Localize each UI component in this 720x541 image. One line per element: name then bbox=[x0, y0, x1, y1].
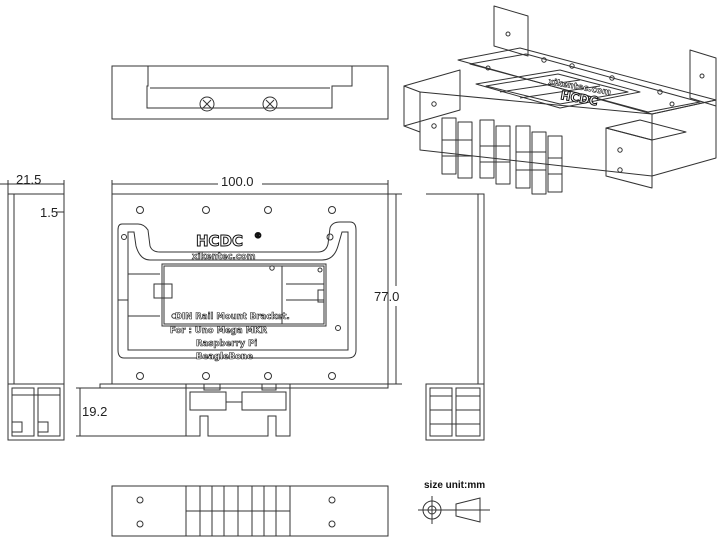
right-side-view bbox=[425, 193, 485, 441]
plate-registered-mark: ® bbox=[254, 231, 262, 240]
plate-compat-3: BeagleBone bbox=[196, 352, 253, 362]
isometric-view bbox=[403, 5, 717, 195]
top-view bbox=[111, 65, 389, 120]
side-thickness-dimension: 1.5 bbox=[40, 205, 58, 220]
front-width-dimension: 100.0 bbox=[221, 174, 254, 189]
plate-brand: HCDC bbox=[196, 232, 243, 250]
plate-compat-1: For : Uno Mega MKR bbox=[170, 326, 268, 336]
plate-website: xikentec.com bbox=[192, 252, 256, 262]
unit-label: size unit:mm bbox=[424, 480, 485, 491]
rail-height-dimension: 19.2 bbox=[82, 404, 107, 419]
bottom-view bbox=[111, 485, 389, 537]
front-height-dimension: 77.0 bbox=[374, 289, 399, 304]
plate-title: DIN Rail Mount Bracket. bbox=[175, 312, 290, 322]
left-side-view bbox=[0, 180, 65, 441]
side-width-dimension: 21.5 bbox=[16, 172, 41, 187]
plate-compat-2: Raspberry Pi bbox=[196, 339, 257, 349]
front-view bbox=[76, 180, 402, 437]
projection-symbol-icon bbox=[418, 496, 490, 524]
